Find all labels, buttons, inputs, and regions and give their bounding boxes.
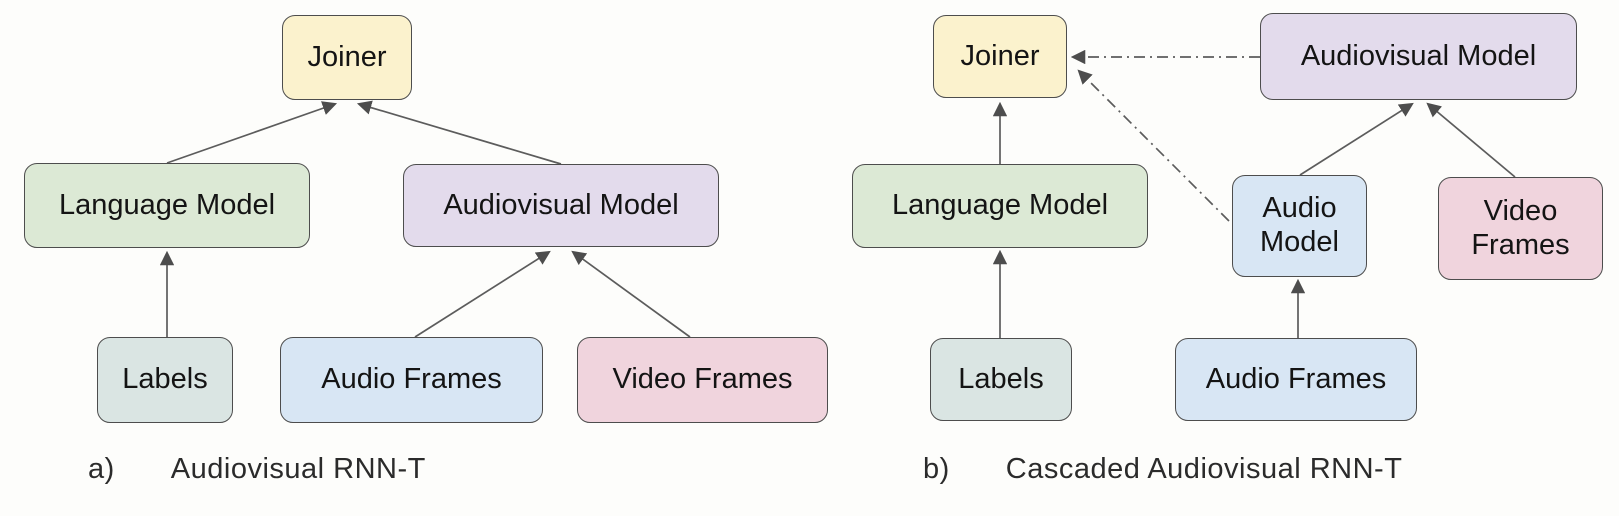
node-a-labels-label: Labels xyxy=(122,363,208,396)
node-a-audio-frames-label: Audio Frames xyxy=(321,363,502,396)
node-a-audio-frames: Audio Frames xyxy=(280,337,543,423)
arrow-a-audio-frames-to-audiovisual-model xyxy=(414,250,551,338)
node-a-language-model: Language Model xyxy=(24,163,310,248)
caption-a-text: Audiovisual RNN-T xyxy=(170,453,426,485)
node-b-audiovisual-model-label: Audiovisual Model xyxy=(1300,39,1537,72)
node-a-language-model-label: Language Model xyxy=(58,188,276,221)
caption-b-prefix: b) xyxy=(923,453,950,485)
node-b-audiovisual-model: Audiovisual Model xyxy=(1260,13,1577,100)
caption-b: b) Cascaded Audiovisual RNN-T xyxy=(923,453,1402,486)
caption-a: a) Audiovisual RNN-T xyxy=(88,453,426,486)
arrow-a-language-model-to-joiner xyxy=(166,101,338,164)
node-b-audio-model: Audio Model xyxy=(1232,175,1367,277)
node-b-language-model-label: Language Model xyxy=(891,189,1109,222)
node-a-audiovisual-model-label: Audiovisual Model xyxy=(443,188,679,221)
node-b-language-model: Language Model xyxy=(852,164,1148,248)
arrow-a-video-frames-to-audiovisual-model xyxy=(571,250,691,338)
node-b-labels: Labels xyxy=(930,338,1072,421)
node-b-joiner-label: Joiner xyxy=(960,39,1040,72)
node-b-video-frames: Video Frames xyxy=(1438,177,1603,280)
arrow-b-video-frames-to-audiovisual-model xyxy=(1426,102,1516,178)
node-b-joiner: Joiner xyxy=(933,15,1067,98)
node-a-joiner: Joiner xyxy=(282,15,412,100)
node-b-audio-frames-label: Audio Frames xyxy=(1205,362,1387,395)
node-a-video-frames-label: Video Frames xyxy=(612,363,793,396)
arrow-b-audio-model-to-audiovisual-model xyxy=(1299,102,1414,176)
node-b-audio-frames: Audio Frames xyxy=(1175,338,1417,421)
node-a-video-frames: Video Frames xyxy=(577,337,828,423)
node-a-labels: Labels xyxy=(97,337,233,423)
node-a-audiovisual-model: Audiovisual Model xyxy=(403,164,719,247)
arrow-a-audiovisual-model-to-joiner xyxy=(356,100,562,165)
node-b-audio-model-label: Audio Model xyxy=(1260,192,1339,258)
node-b-video-frames-label: Video Frames xyxy=(1471,194,1570,261)
node-a-joiner-label: Joiner xyxy=(307,40,387,73)
caption-a-prefix: a) xyxy=(88,453,115,485)
node-b-labels-label: Labels xyxy=(958,362,1044,395)
caption-b-text: Cascaded Audiovisual RNN-T xyxy=(1005,453,1403,485)
